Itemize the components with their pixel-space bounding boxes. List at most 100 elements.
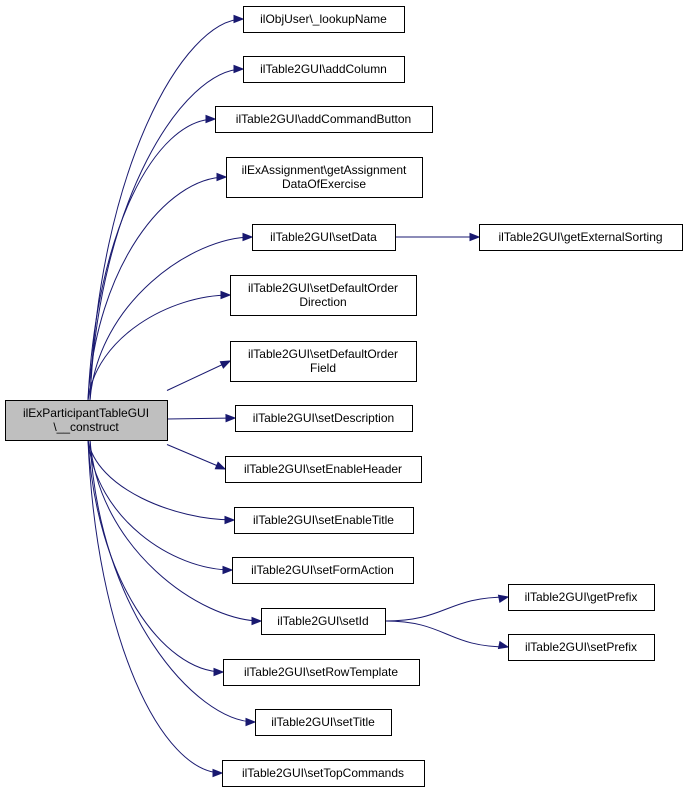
node-n18[interactable]: ilTable2GUI\setTopCommands [222, 760, 425, 787]
edge-line [89, 439, 262, 622]
node-box [508, 634, 655, 661]
node-box [230, 275, 417, 316]
node-label: Field [310, 361, 336, 375]
edge-n5-n6 [395, 232, 481, 242]
node-label: ilTable2GUI\setDefaultOrder [248, 281, 398, 295]
edge-root-n16 [87, 439, 225, 677]
node-label: ilTable2GUI\getPrefix [525, 590, 638, 604]
node-n10[interactable]: ilTable2GUI\setEnableHeader [225, 456, 422, 483]
node-box [255, 709, 392, 736]
edge-root-n9 [166, 413, 237, 423]
edge-root-n11 [87, 439, 236, 525]
node-label: ilTable2GUI\getExternalSorting [498, 230, 662, 244]
arrowhead [497, 640, 510, 650]
arrowhead [242, 232, 254, 242]
node-n9[interactable]: ilTable2GUI\setDescription [235, 405, 413, 432]
arrowhead [497, 594, 510, 603]
edge-line [87, 439, 223, 774]
edge-line [166, 360, 231, 391]
node-box [222, 760, 425, 787]
node-box [230, 341, 417, 382]
node-label: ilTable2GUI\setFormAction [251, 563, 394, 577]
node-label: ilTable2GUI\setPrefix [525, 640, 637, 654]
node-root[interactable]: ilExParticipantTableGUI\__construct [5, 400, 168, 441]
arrowhead [220, 290, 232, 300]
node-label: ilTable2GUI\setRowTemplate [244, 665, 398, 679]
node-box [223, 659, 420, 686]
node-n17[interactable]: ilTable2GUI\setTitle [255, 709, 392, 736]
edge-line [89, 236, 253, 401]
edge-root-n5 [89, 232, 254, 401]
arrowhead [225, 413, 237, 423]
node-n13[interactable]: ilTable2GUI\setId [261, 608, 386, 635]
node-label: ilTable2GUI\addCommandButton [236, 112, 411, 126]
node-n4[interactable]: ilExAssignment\getAssignmentDataOfExerci… [226, 157, 423, 198]
node-box [243, 56, 405, 83]
node-n15[interactable]: ilTable2GUI\setPrefix [508, 634, 655, 661]
arrowhead [213, 667, 225, 677]
edge-line [89, 68, 244, 401]
node-label: ilTable2GUI\setTitle [271, 715, 375, 729]
arrowhead [251, 616, 263, 626]
edge-line [166, 444, 226, 470]
node-box [215, 106, 433, 133]
node-n16[interactable]: ilTable2GUI\setRowTemplate [223, 659, 420, 686]
node-label: DataOfExercise [282, 177, 366, 191]
node-box [261, 608, 386, 635]
arrowhead [222, 565, 234, 575]
node-n1[interactable]: ilObjUser\_lookupName [243, 6, 405, 33]
arrowhead [219, 360, 232, 369]
node-box [225, 456, 422, 483]
node-box [226, 157, 423, 198]
node-label: ilTable2GUI\setDescription [253, 411, 394, 425]
edge-line [384, 596, 509, 622]
node-label: ilTable2GUI\setId [277, 614, 368, 628]
arrowhead [214, 461, 227, 470]
arrowhead [212, 768, 224, 778]
node-n11[interactable]: ilTable2GUI\setEnableTitle [234, 507, 414, 534]
edge-line [89, 439, 256, 723]
edge-n13-n14 [384, 594, 510, 622]
arrowhead [245, 717, 257, 727]
node-box [243, 6, 405, 33]
edge-root-n7 [87, 290, 232, 401]
arrowhead [224, 515, 236, 525]
node-box [234, 507, 414, 534]
edge-line [384, 620, 509, 648]
node-label: ilExAssignment\getAssignment [242, 163, 407, 177]
edge-line [87, 118, 216, 401]
node-label: Direction [299, 295, 346, 309]
node-n12[interactable]: ilTable2GUI\setFormAction [232, 557, 414, 584]
edges-layer [87, 14, 510, 778]
node-n5[interactable]: ilTable2GUI\setData [252, 224, 396, 251]
edge-root-n8 [166, 360, 232, 391]
node-label: ilTable2GUI\setTopCommands [242, 766, 404, 780]
arrowhead [216, 172, 228, 182]
edge-line [87, 294, 231, 401]
node-n3[interactable]: ilTable2GUI\addCommandButton [215, 106, 433, 133]
node-label: ilTable2GUI\setData [270, 230, 377, 244]
node-box [479, 224, 683, 251]
edge-line [89, 18, 244, 401]
node-n2[interactable]: ilTable2GUI\addColumn [243, 56, 405, 83]
edge-root-n4 [87, 172, 228, 401]
nodes-layer: ilExParticipantTableGUI\__construct ilObj… [5, 6, 683, 787]
node-box [508, 584, 655, 611]
node-label: ilTable2GUI\setEnableTitle [253, 513, 394, 527]
edge-line [166, 417, 236, 420]
edge-line [87, 439, 224, 673]
node-label: ilObjUser\_lookupName [260, 12, 387, 26]
edge-line [87, 176, 227, 401]
edge-root-n3 [87, 114, 217, 401]
edge-n13-n15 [384, 620, 510, 650]
node-n14[interactable]: ilTable2GUI\getPrefix [508, 584, 655, 611]
node-n6[interactable]: ilTable2GUI\getExternalSorting [479, 224, 683, 251]
edge-root-n18 [87, 439, 224, 778]
node-label: ilExParticipantTableGUI [23, 406, 149, 420]
node-label: ilTable2GUI\setDefaultOrder [248, 347, 398, 361]
node-box [235, 405, 413, 432]
arrowhead [469, 232, 481, 242]
